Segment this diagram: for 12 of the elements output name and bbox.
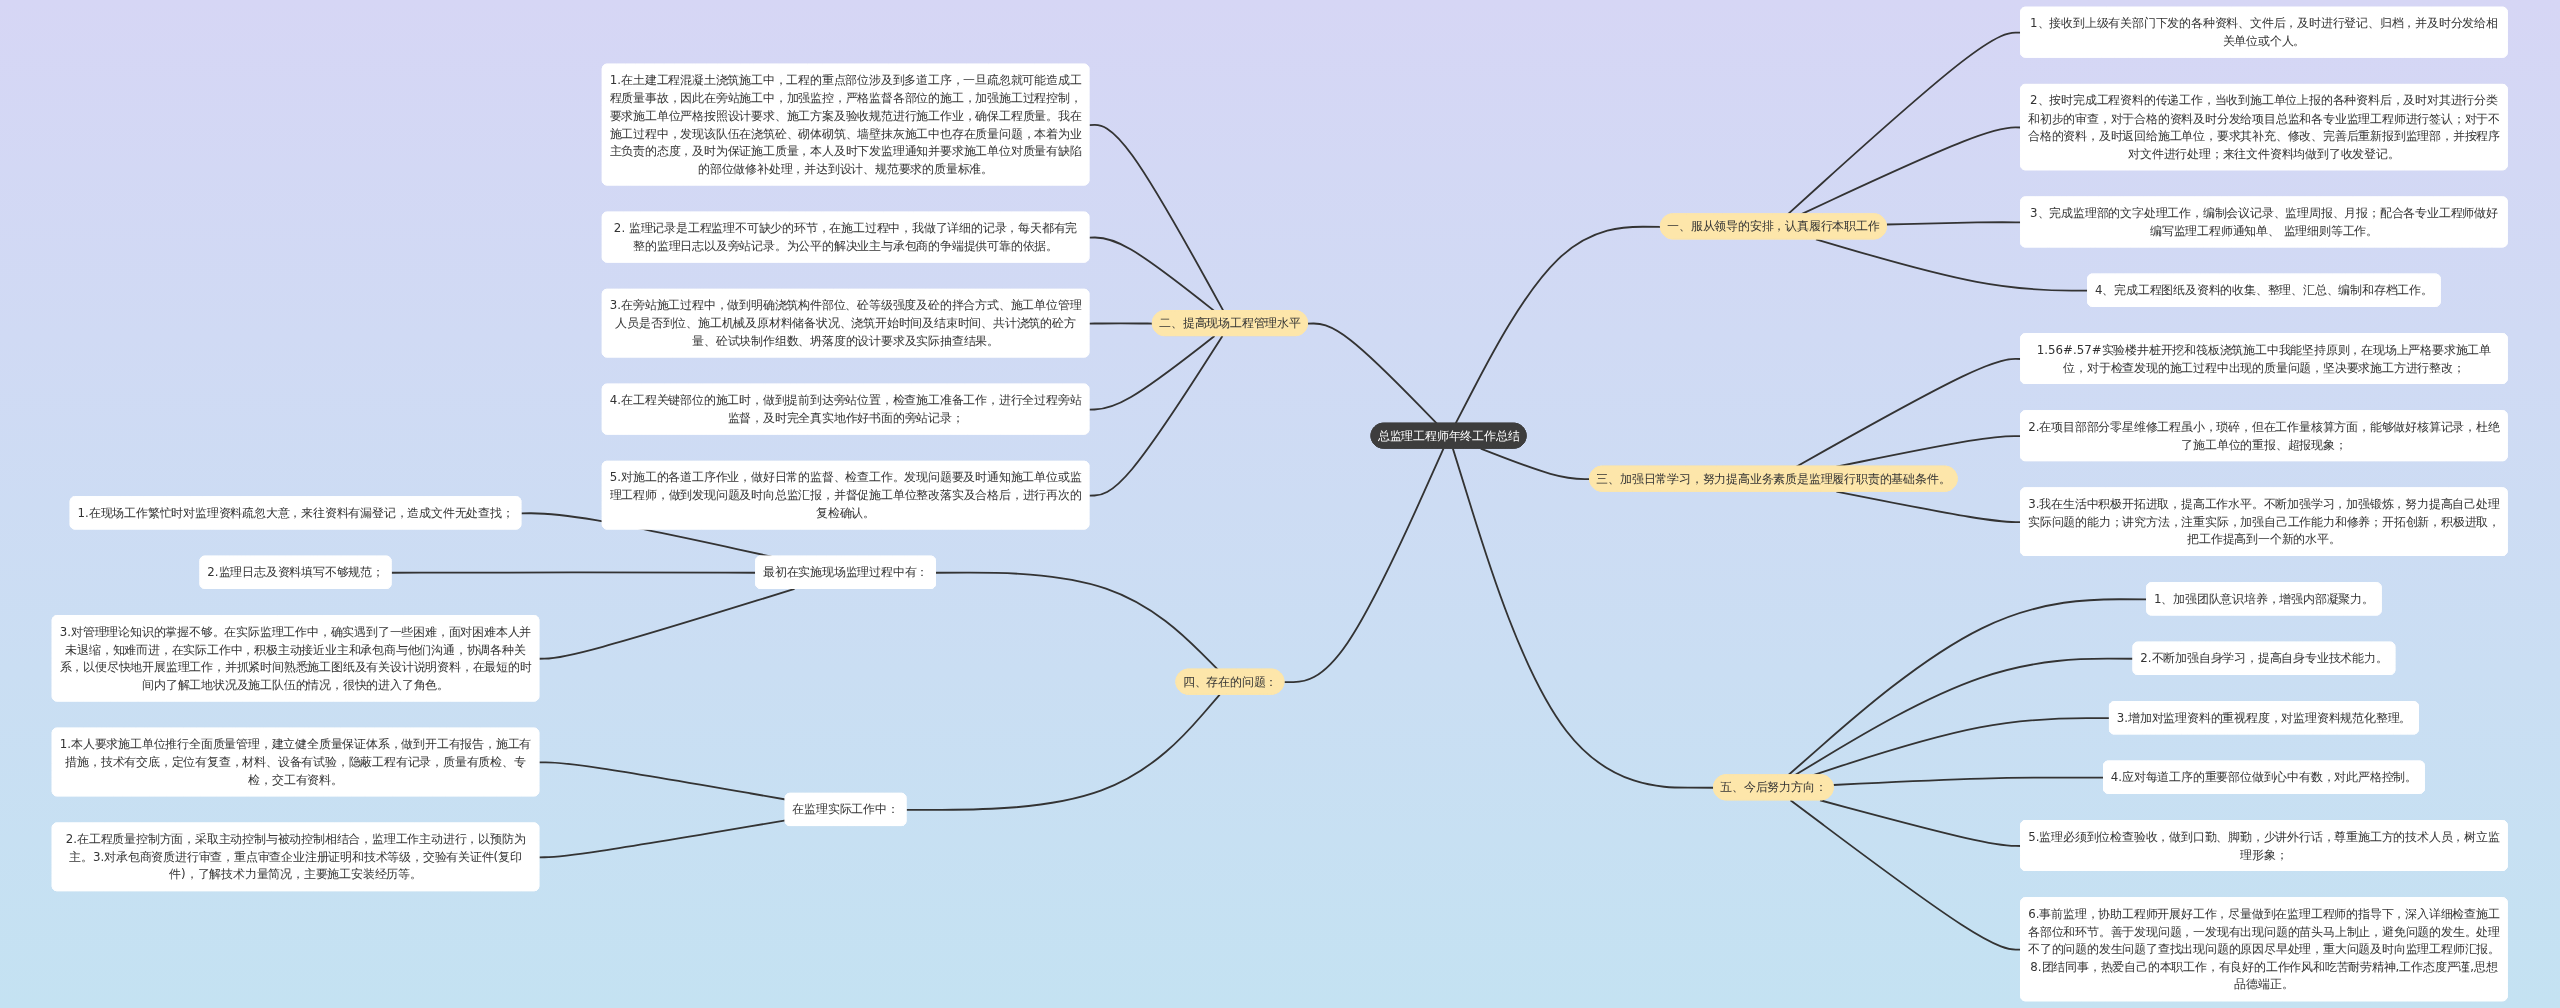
connector (1283, 447, 1445, 684)
connector (1794, 657, 2135, 777)
connector (905, 693, 1221, 811)
connector (538, 761, 787, 801)
connector (1088, 335, 1224, 497)
connector (1088, 322, 1154, 325)
connector (1088, 335, 1216, 411)
connector (1480, 447, 1592, 481)
connector (935, 571, 1220, 671)
connector (1307, 322, 1439, 425)
connector (538, 819, 787, 859)
connector (538, 587, 796, 660)
